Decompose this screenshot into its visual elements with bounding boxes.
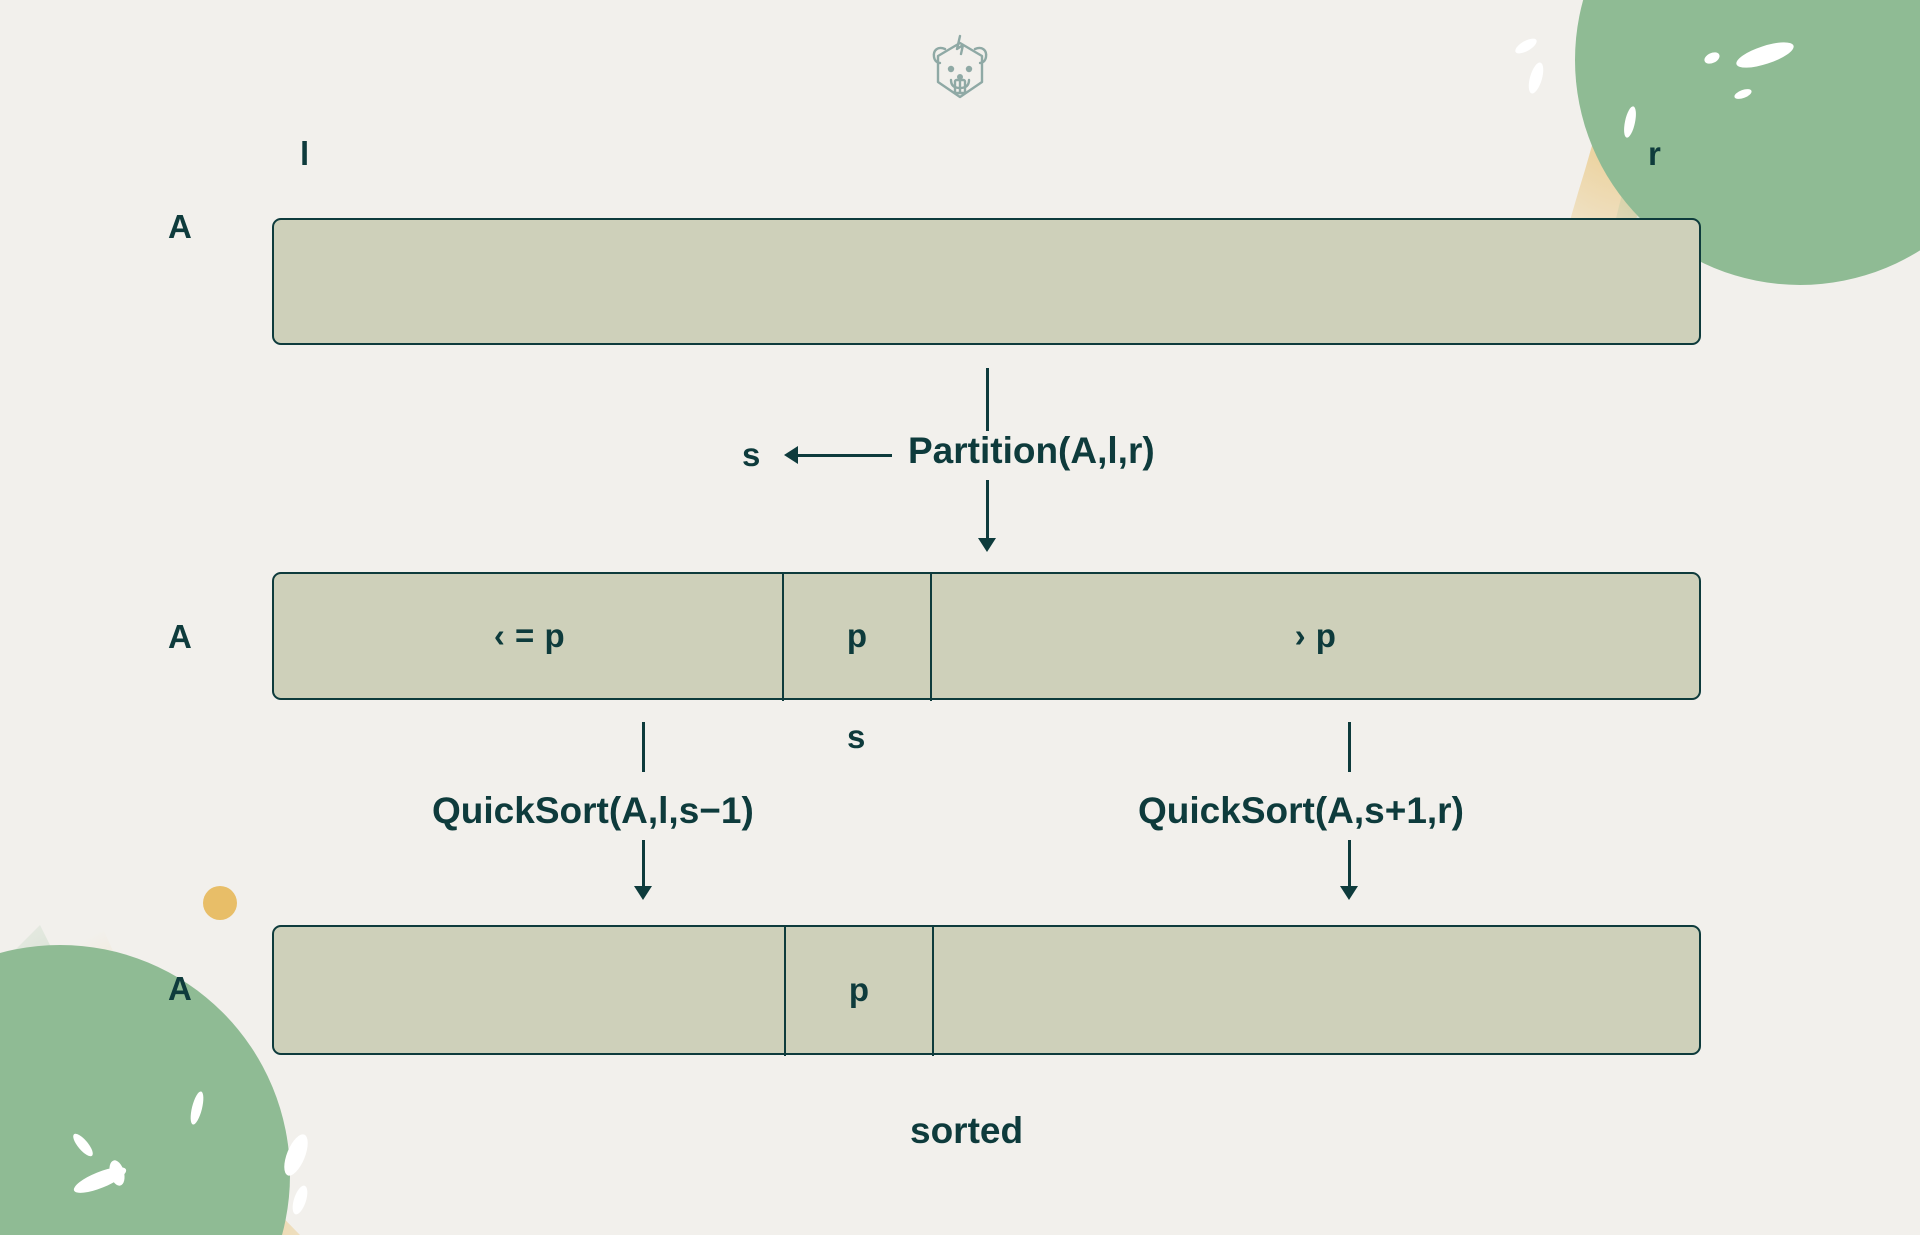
pivot-index-label: s: [847, 718, 866, 755]
segment-greater-pivot: › p: [1294, 617, 1337, 654]
partition-result-arrow-line: [797, 454, 892, 457]
pivot-cell-middle: p: [782, 571, 932, 701]
array-bar-partitioned: ‹ = p p › p: [272, 571, 1701, 701]
partition-connector-arrowhead: [978, 538, 996, 552]
recurse-right-connector-bottom: [1348, 840, 1351, 890]
segment-sorted-left: [274, 927, 787, 1053]
array-bar-unsorted: [272, 218, 1701, 345]
partition-call-label: Partition(A,l,r): [908, 430, 1155, 471]
array-bar-sorted: p: [272, 924, 1701, 1056]
beaver-logo-icon: [932, 34, 988, 99]
pivot-cell-bottom: p: [784, 924, 934, 1056]
pivot-label-bottom: p: [848, 971, 870, 1008]
index-label-right: r: [1648, 135, 1661, 172]
array-label-bottom: A: [168, 970, 192, 1007]
recurse-right-connector-top: [1348, 722, 1351, 772]
segment-sorted-right: [934, 927, 1699, 1053]
recurse-left-label: QuickSort(A,l,s−1): [432, 790, 754, 831]
partition-connector-bottom: [986, 480, 989, 542]
recurse-left-connector-bottom: [642, 840, 645, 890]
partition-result-label: s: [742, 436, 761, 473]
recurse-left-connector-top: [642, 722, 645, 772]
recurse-left-arrowhead: [634, 886, 652, 900]
array-label-middle: A: [168, 618, 192, 655]
partition-connector-top: [986, 368, 989, 431]
recurse-right-label: QuickSort(A,s+1,r): [1138, 790, 1464, 831]
segment-less-equal-pivot: ‹ = p: [493, 617, 566, 654]
partition-result-arrow-head: [784, 446, 798, 464]
recurse-right-arrowhead: [1340, 886, 1358, 900]
pivot-label-middle: p: [846, 617, 868, 654]
array-label-top: A: [168, 208, 192, 245]
index-label-left: l: [300, 135, 310, 172]
sorted-caption: sorted: [910, 1110, 1024, 1151]
